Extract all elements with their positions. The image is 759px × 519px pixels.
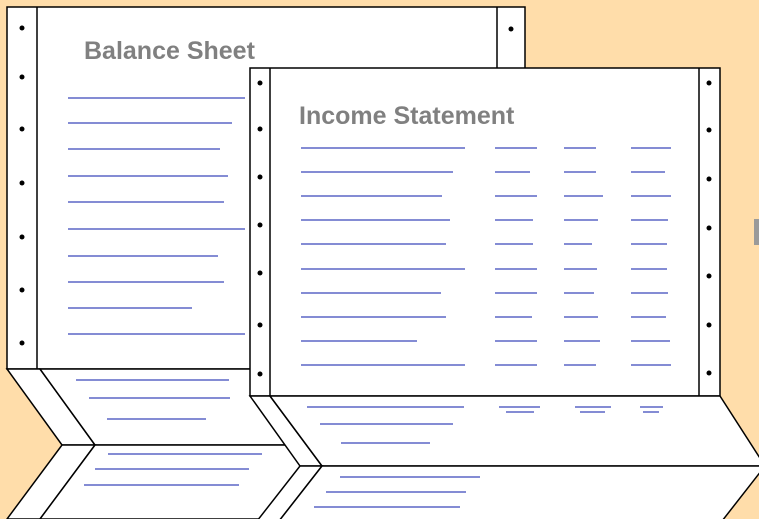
- sprocket-hole: [19, 126, 25, 132]
- income-statement-fold-panel-2: [268, 395, 759, 467]
- sprocket-hole: [706, 127, 712, 133]
- sprocket-hole: [19, 74, 25, 80]
- sprocket-hole: [257, 270, 263, 276]
- income-statement-description-lines: [301, 147, 465, 366]
- income-statement-column-2-lines: [564, 147, 603, 366]
- sprocket-hole: [257, 222, 263, 228]
- sprocket-hole: [19, 234, 25, 240]
- balance-sheet-left-sprocket-holes: [19, 25, 25, 346]
- balance-sheet-fold-panel-4: [39, 444, 347, 519]
- sprocket-hole: [706, 225, 712, 231]
- balance-sheet-fold-panel-3: [6, 444, 97, 519]
- income-statement-title: Income Statement: [299, 102, 515, 130]
- sprocket-hole: [19, 25, 25, 31]
- balance-sheet-rule-lines: [68, 97, 245, 335]
- sprocket-hole: [19, 180, 25, 186]
- sprocket-hole: [19, 287, 25, 293]
- sprocket-hole: [257, 80, 263, 86]
- sprocket-hole: [706, 322, 712, 328]
- balance-sheet-right-sprocket-hole: [508, 26, 514, 32]
- sprocket-hole: [706, 176, 712, 182]
- sprocket-hole: [19, 340, 25, 346]
- balance-sheet-fold-rule-lines: [76, 379, 262, 486]
- income-statement-fold-rule-lines: [307, 406, 663, 508]
- sprocket-hole: [257, 371, 263, 377]
- income-statement-fold-panel-3: [257, 465, 324, 519]
- sprocket-hole: [706, 273, 712, 279]
- income-statement-fold-panel-4: [279, 465, 759, 519]
- sprocket-hole: [257, 174, 263, 180]
- sprocket-hole: [706, 370, 712, 376]
- balance-sheet-title: Balance Sheet: [84, 37, 255, 65]
- income-statement-column-3-lines: [631, 147, 671, 366]
- sprocket-hole: [257, 126, 263, 132]
- sprocket-hole: [706, 80, 712, 86]
- income-statement-left-sprocket-holes: [257, 80, 263, 377]
- sprocket-hole: [257, 322, 263, 328]
- income-statement-document: [248, 67, 759, 519]
- income-statement-column-1-lines: [495, 147, 537, 366]
- income-statement-right-sprocket-holes: [706, 80, 712, 376]
- edge-marker: [754, 219, 759, 245]
